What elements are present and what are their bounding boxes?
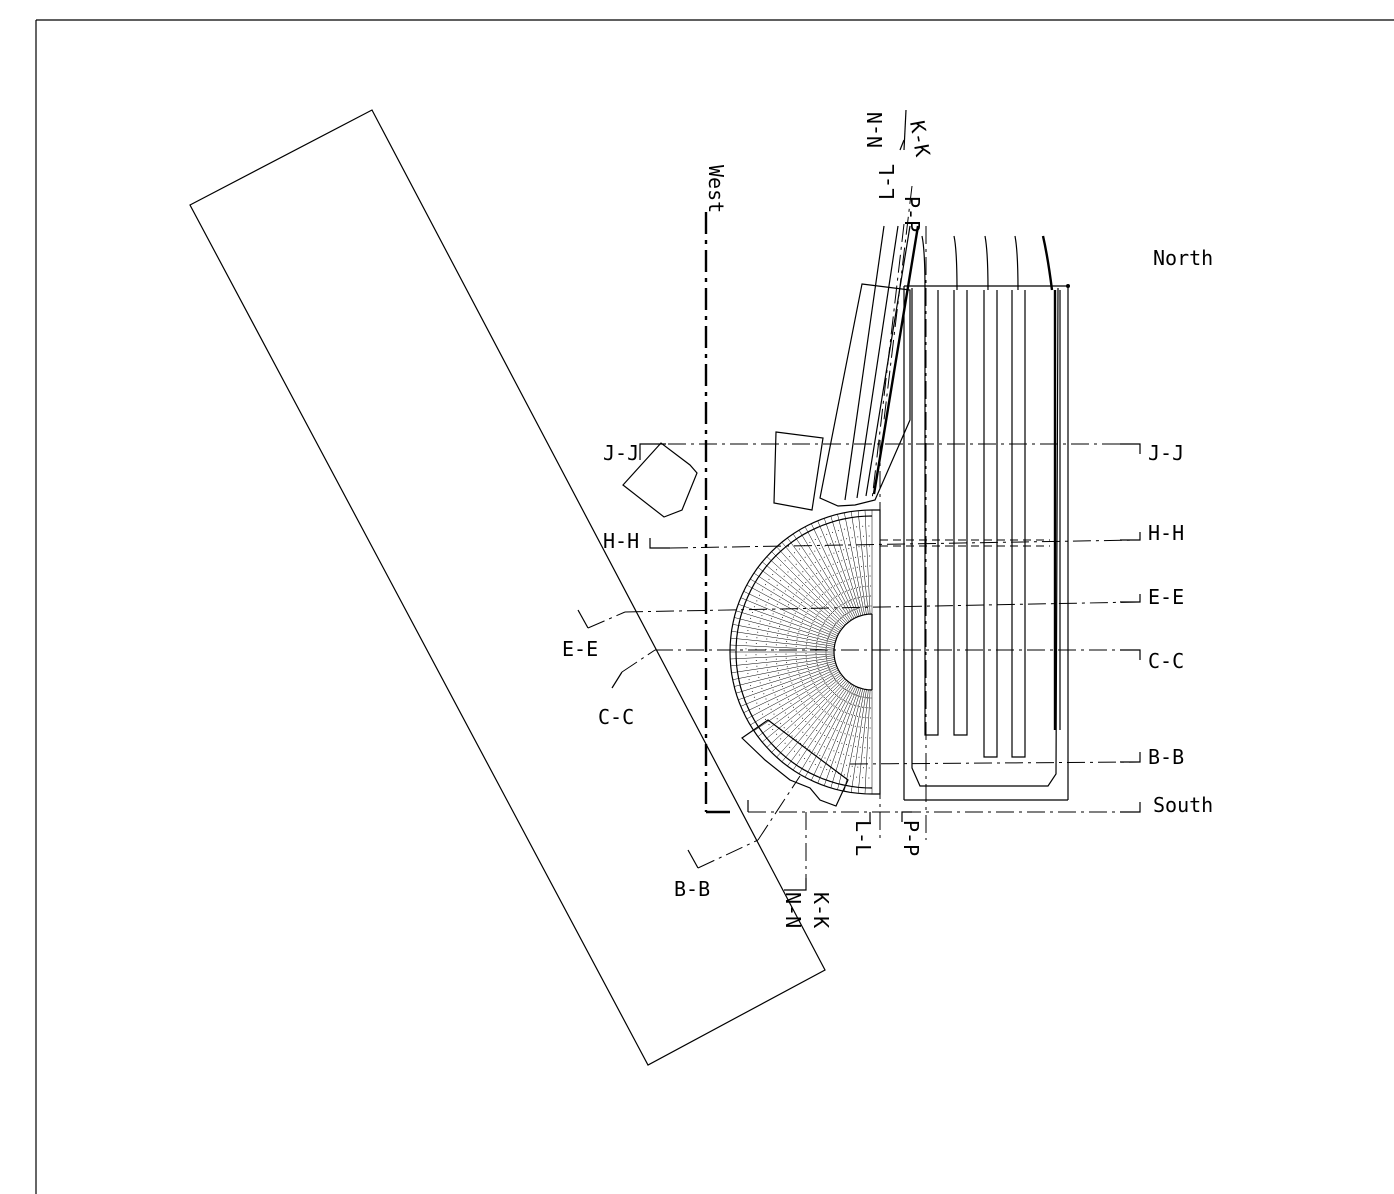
main-hall <box>880 235 1070 801</box>
label-ee-right: E-E <box>1148 585 1184 609</box>
label-ll-bottom: L-L <box>851 820 875 856</box>
label-jj-right: J-J <box>1148 441 1184 465</box>
label-bb-left: B-B <box>674 877 710 901</box>
west-cut-line <box>704 212 730 814</box>
label-west: West <box>704 165 728 213</box>
label-jj-left: J-J <box>603 441 639 465</box>
label-south: South <box>1153 793 1213 817</box>
south-block <box>741 719 849 807</box>
label-kk-top: K-K <box>905 119 935 159</box>
label-nn-top: N-N <box>863 112 887 148</box>
annex-block <box>622 442 698 518</box>
angled-corridor <box>773 225 920 511</box>
label-pp-top: P-P <box>900 196 924 232</box>
label-cc-left: C-C <box>598 705 634 729</box>
section-lines <box>577 443 1141 869</box>
label-cc-right: C-C <box>1148 649 1184 673</box>
label-pp-bottom: P-P <box>899 820 923 856</box>
tilted-building-outline <box>189 109 826 1066</box>
label-bb-right: B-B <box>1148 745 1184 769</box>
label-hh-left: H-H <box>603 529 639 553</box>
label-north: North <box>1153 246 1213 270</box>
label-kk-bottom: K-K <box>809 892 833 928</box>
amphitheatre-fan <box>729 509 881 795</box>
label-ee-left: E-E <box>562 637 598 661</box>
sheet-border <box>35 19 1394 1194</box>
vertical-section-lines <box>784 109 927 891</box>
label-ll-top: L-L <box>875 164 899 200</box>
label-hh-right: H-H <box>1148 521 1184 545</box>
label-nn-bottom: N-N <box>781 892 805 928</box>
